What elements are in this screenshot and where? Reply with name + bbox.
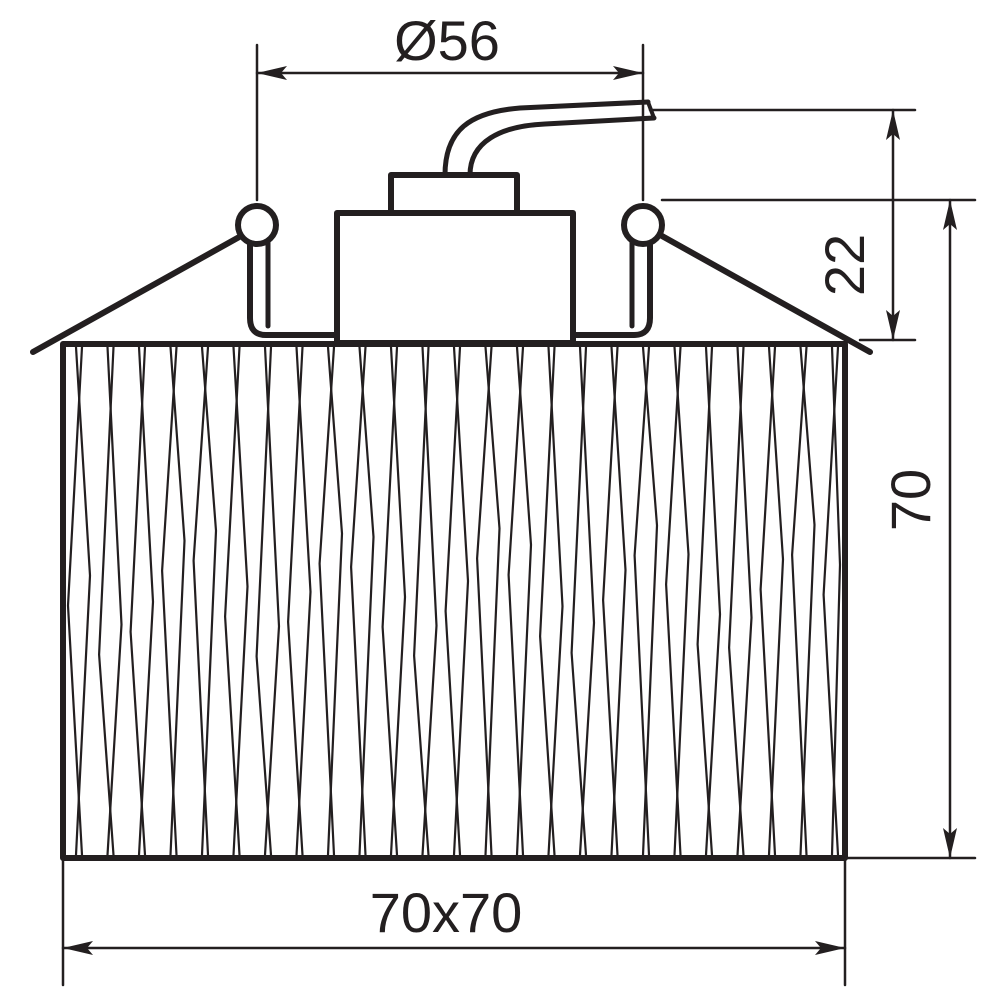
dim-top-height-label: 22 <box>813 234 876 296</box>
right-clip-post <box>573 237 653 338</box>
crystal-facet-line <box>358 345 375 857</box>
crystal-facet-line <box>515 345 533 857</box>
crystal-facet-line <box>129 345 147 857</box>
right-pivot <box>621 203 665 247</box>
crystal-facet-line <box>484 345 501 857</box>
crystal-facet-line <box>200 345 218 857</box>
crystal-facet-line <box>295 345 312 857</box>
crystal-facet-line <box>578 345 596 857</box>
crystal-facet-line <box>822 345 840 857</box>
left-pivot <box>235 203 279 247</box>
crystal-facet-line <box>444 345 462 857</box>
crystal-facet-line <box>547 345 564 857</box>
crystal-facet-line <box>224 345 241 857</box>
right-spring-bracket <box>659 233 873 355</box>
crystal-facet-line <box>381 345 399 857</box>
crystal-facet-line <box>610 345 627 857</box>
dim-height-label: 70 <box>879 469 942 531</box>
dim-width-label: 70x70 <box>370 881 523 944</box>
socket-base <box>334 210 576 346</box>
crystal-facet-line <box>421 345 438 857</box>
crystal-facet-line <box>476 345 493 857</box>
socket-cap <box>388 172 520 216</box>
crystal-facet-line <box>507 345 525 857</box>
crystal-facet-line <box>665 345 682 857</box>
crystal-facet-line <box>106 345 123 857</box>
crystal-facet-line <box>255 345 273 857</box>
crystal-facet-line <box>452 345 470 857</box>
crystal-facet-line <box>602 345 619 857</box>
crystal-facet-line <box>287 345 304 857</box>
crystal-facet-line <box>728 345 745 857</box>
crystal-facet-line <box>192 345 210 857</box>
crystal-facet-line <box>161 345 178 857</box>
crystal-facet-line <box>704 345 722 857</box>
crystal-facet-line <box>570 345 588 857</box>
crystal-facet-line <box>641 345 659 857</box>
crystal-facet-line <box>791 345 808 857</box>
crystal-facet-line <box>318 345 336 857</box>
left-spring-bracket <box>30 233 244 355</box>
wire-1 <box>442 99 651 178</box>
crystal-facet-line <box>539 345 556 857</box>
crystal-facet-line <box>74 345 92 857</box>
crystal-facet-line <box>799 345 816 857</box>
crystal-facet-line <box>696 345 714 857</box>
crystal-facet-line <box>389 345 407 857</box>
crystal-facet-line <box>169 345 186 857</box>
dim-diameter-label: Ø56 <box>394 9 500 72</box>
crystal-facet-line <box>413 345 430 857</box>
crystal-facet-line <box>263 345 281 857</box>
crystal-facet-line <box>137 345 155 857</box>
crystal-facet-line <box>736 345 753 857</box>
crystal-facet-line <box>98 345 115 857</box>
wire-2 <box>467 115 657 178</box>
crystal-facet-line <box>633 345 651 857</box>
crystal-facet-line <box>232 345 249 857</box>
crystal-facet-line <box>759 345 777 857</box>
crystal-body-outline <box>60 341 848 861</box>
crystal-facet-line <box>66 345 84 857</box>
crystal-facet-line <box>767 345 785 857</box>
crystal-pattern <box>66 345 842 857</box>
crystal-facet-line <box>350 345 367 857</box>
left-clip-post <box>247 237 338 338</box>
crystal-facet-line <box>673 345 690 857</box>
crystal-facet-line <box>326 345 344 857</box>
